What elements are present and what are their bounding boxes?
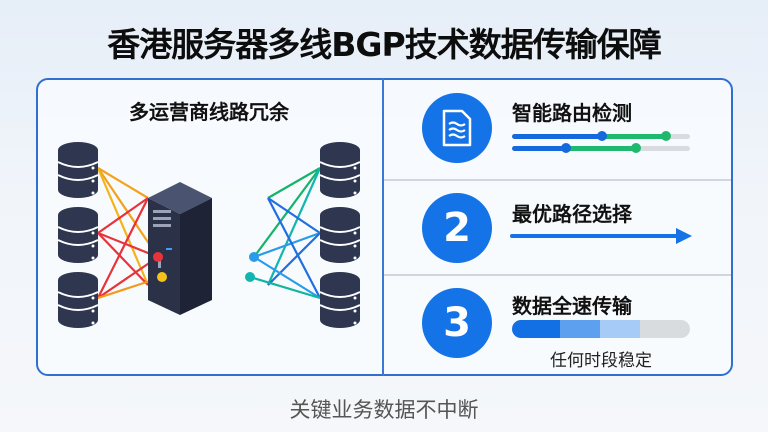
step-3-badge: 3	[422, 288, 492, 358]
network-diagram	[57, 141, 361, 329]
step-divider-2	[384, 274, 731, 276]
database-icon	[57, 206, 99, 264]
step-2-badge: 2	[422, 193, 492, 263]
page-title: 香港服务器多线BGP技术数据传输保障	[107, 25, 661, 64]
panel-divider	[382, 78, 384, 376]
footer-caption: 关键业务数据不中断	[289, 398, 479, 422]
server-icon	[148, 182, 212, 315]
document-badge	[422, 93, 492, 163]
database-icon	[319, 271, 361, 329]
stability-note: 任何时段稳定	[550, 351, 652, 371]
route-bar-green	[602, 134, 666, 139]
route-bar-track	[666, 134, 690, 139]
redundancy-title: 多运营商线路冗余	[129, 100, 289, 124]
route-bar-green	[566, 146, 636, 151]
route-node	[561, 143, 571, 153]
database-icon	[57, 271, 99, 329]
document-icon	[442, 109, 472, 147]
step-divider-1	[384, 179, 731, 181]
database-icon	[57, 141, 99, 199]
transfer-progress-bar	[512, 320, 690, 338]
step-3-title: 数据全速传输	[512, 294, 632, 318]
database-icon	[319, 141, 361, 199]
database-icon	[319, 206, 361, 264]
arrow-right-icon	[510, 228, 692, 244]
route-bar-blue	[512, 134, 602, 139]
route-bar-track	[636, 146, 690, 151]
route-node	[631, 143, 641, 153]
route-bar-blue	[512, 146, 566, 151]
route-node	[597, 131, 607, 141]
route-node	[661, 131, 671, 141]
step-2-title: 最优路径选择	[512, 202, 632, 226]
step-1-title: 智能路由检测	[512, 101, 632, 125]
